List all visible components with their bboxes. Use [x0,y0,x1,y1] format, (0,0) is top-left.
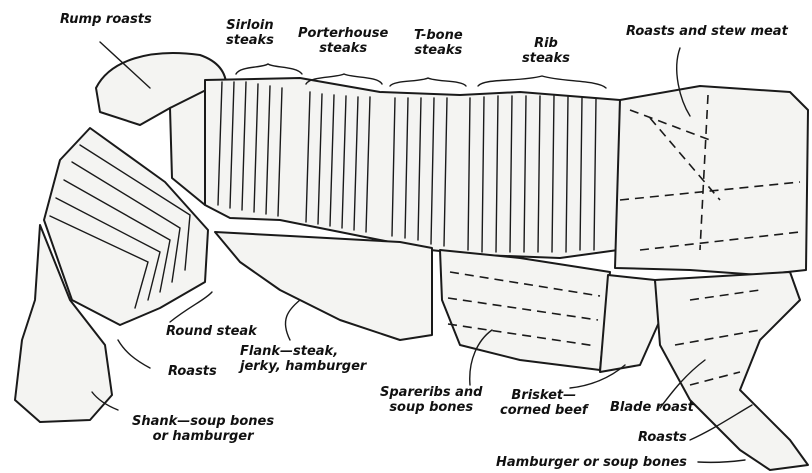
label-roasts-front: Roasts [638,430,687,445]
label-spareribs: Spareribs and soup bones [380,385,482,415]
label-hamburger-soup-bones: Hamburger or soup bones [496,455,687,470]
arrow-hamburger [698,460,745,462]
label-porterhouse-steaks: Porterhouse steaks [298,26,388,56]
chuck-block [615,86,808,275]
label-rump-roasts: Rump roasts [60,12,152,27]
label-tbone-steaks: T-bone steaks [414,28,463,58]
arrow-roasts-rear [118,340,150,368]
arrow-flank [285,300,300,340]
label-blade-roast: Blade roast [610,400,694,415]
label-flank: Flank—steak, jerky, hamburger [240,344,366,374]
brisket-cut [600,275,660,372]
label-brisket: Brisket— corned beef [500,388,588,418]
label-round-steak: Round steak [166,324,257,339]
label-roasts-and-stew-meat: Roasts and stew meat [626,24,788,39]
label-rib-steaks: Rib steaks [522,36,570,66]
label-shank: Shank—soup bones or hamburger [132,414,274,444]
label-roasts-rear: Roasts [168,364,217,379]
label-sirloin-steaks: Sirloin steaks [226,18,274,48]
